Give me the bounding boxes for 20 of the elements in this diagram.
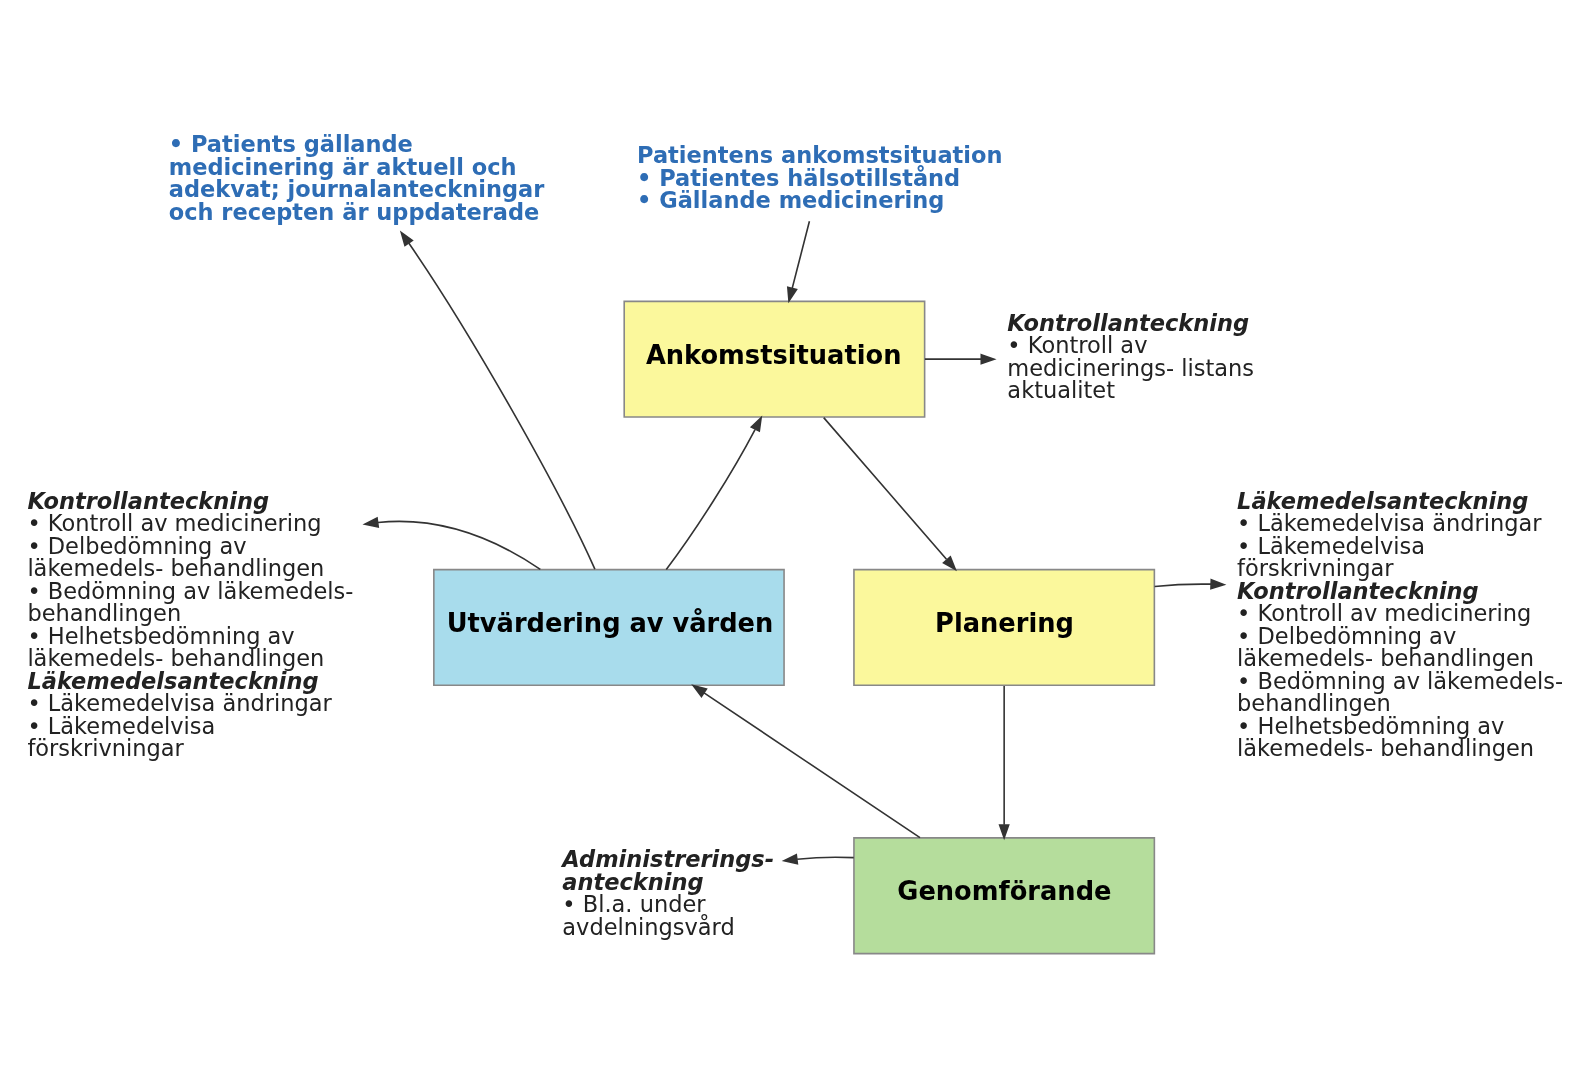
node-box: Planering: [853, 568, 1156, 687]
arrow: [998, 685, 1010, 841]
arrow: [924, 353, 997, 365]
node-text: Kontrollanteckning • Kontroll av medicinerings- listans aktualitet: [1007, 309, 1255, 404]
arrow: [786, 220, 811, 304]
arrow: [822, 416, 957, 572]
node-box: Ankomstsituation: [623, 300, 926, 418]
node-text: • Patients gällande medicinering är aktuell och adekvat; journalanteckningar och recepten är uppdaterade: [168, 131, 545, 225]
node-text: Administrerings- anteckning • Bl.a. under avdelningsvård: [562, 846, 775, 940]
node-text: Läkemedelsanteckning • Läkemedelvisa ändringar • Läkemedelvisa förskrivningar Kontrollanteckning • Kontroll av medicinering • Delbedömning av läkemedels- behandlingen • Bedömning av läkemedels- behandlingen • Helhetsbedömning av läkemedels- behandlingen: [1237, 487, 1564, 762]
node-box: Genomförande: [853, 837, 1156, 955]
arrow: [362, 516, 542, 571]
arrow: [399, 230, 596, 570]
node-text: Patientens ankomstsituation • Patientes hälsotillstånd • Gällande medicinering: [637, 142, 1003, 214]
node-box: Utvärdering av vården: [433, 568, 785, 687]
node-text: Kontrollanteckning • Kontroll av medicinering • Delbedömning av läkemedels- behandlingen • Bedömning av läkemedels- behandlingen • Helhetsbedömning av läkemedels- behandlingen Läkemedelsanteckning • Läkemedelvisa ändringar • Läkemedelvisa förskrivningar: [27, 487, 354, 762]
arrow: [781, 853, 855, 865]
arrow: [665, 415, 763, 571]
arrow: [691, 684, 921, 839]
arrow: [1153, 578, 1227, 590]
